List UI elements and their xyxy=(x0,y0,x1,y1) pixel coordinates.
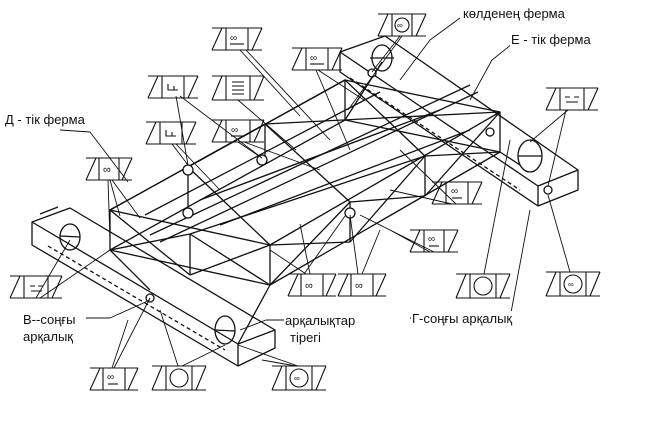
weld-symbol-r: ∞ xyxy=(271,365,327,391)
label-b-beam-1: В--соңғы xyxy=(22,312,77,328)
weld-symbol-i: ∞ xyxy=(431,181,483,205)
weld-symbol-j: ∞ xyxy=(409,229,459,253)
svg-text:∞: ∞ xyxy=(355,280,363,292)
svg-text:∞: ∞ xyxy=(230,33,237,44)
svg-text:∞: ∞ xyxy=(231,125,238,136)
weld-symbol-d xyxy=(211,75,265,101)
svg-text:∞: ∞ xyxy=(107,372,114,383)
label-d-truss: Д - тік ферма xyxy=(4,112,86,128)
weld-symbol-a: ∞ xyxy=(211,27,263,51)
weld-symbol-g: ∞ xyxy=(85,157,133,181)
svg-text:∞: ∞ xyxy=(305,280,313,292)
weld-symbol-h xyxy=(545,87,599,111)
svg-text:∞: ∞ xyxy=(397,21,403,30)
label-b-beam-2: арқалық xyxy=(22,329,74,345)
svg-text:∞: ∞ xyxy=(428,234,435,245)
weld-symbol-o: ∞ xyxy=(545,271,601,297)
label-e-truss: Е - тік ферма xyxy=(510,32,592,48)
label-g-beam: Г-соңғы арқалық xyxy=(411,311,514,327)
weld-symbol-m: ∞ xyxy=(337,273,387,297)
weld-symbol-b: ∞ xyxy=(291,47,343,71)
svg-text:∞: ∞ xyxy=(568,280,574,289)
leader-lines xyxy=(35,17,571,369)
weld-symbol-p: ∞ xyxy=(89,367,139,391)
label-support-1: арқалықтар xyxy=(284,313,357,329)
svg-text:∞: ∞ xyxy=(451,186,458,197)
weld-symbol-q xyxy=(151,365,207,391)
label-support-2: тірегі xyxy=(289,330,322,346)
weld-symbol-e xyxy=(145,121,197,145)
nodes xyxy=(145,68,553,303)
label-crossbeam: көлденең ферма xyxy=(462,6,566,22)
weld-symbols: ∞ ∞ ∞ ∞ ∞ xyxy=(9,13,601,391)
svg-text:∞: ∞ xyxy=(310,53,317,64)
svg-text:∞: ∞ xyxy=(294,374,300,383)
weld-symbol-n xyxy=(455,273,511,299)
weld-symbol-c xyxy=(147,75,199,99)
weld-symbol-l: ∞ xyxy=(287,273,337,297)
svg-text:∞: ∞ xyxy=(103,164,111,176)
main-truss xyxy=(109,61,521,345)
weld-symbol-k xyxy=(9,275,63,299)
end-beam-g xyxy=(339,35,579,207)
weld-symbol-top-circle: ∞ xyxy=(377,13,427,37)
